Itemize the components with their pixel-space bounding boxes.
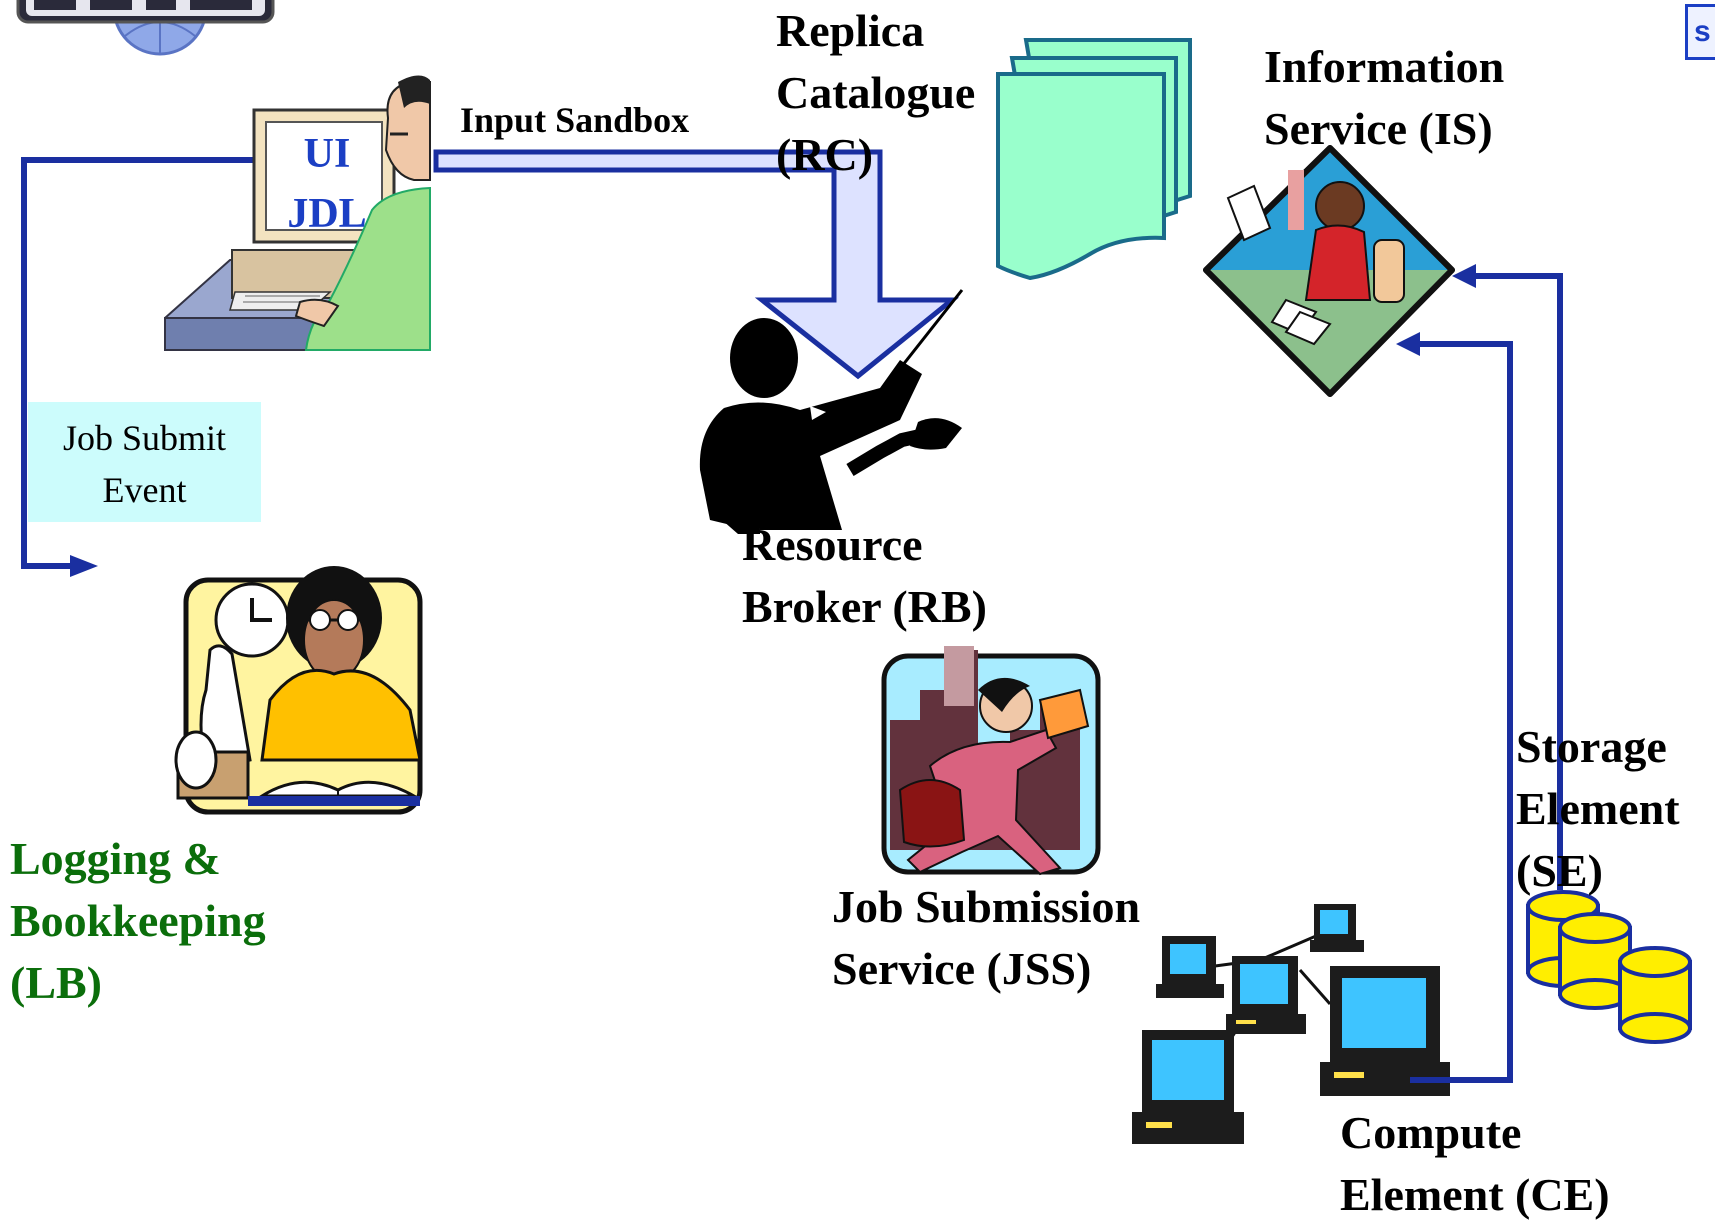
replica-pages-icon — [996, 38, 1192, 281]
ui-screen-label: UI JDL — [262, 124, 392, 244]
logging-bookkeeping-label: Logging & Bookkeeping (LB) — [10, 833, 266, 1008]
job-submit-event-arrow — [21, 157, 262, 577]
resource-broker-label: Resource Broker (RB) — [742, 519, 987, 632]
information-service-label: Information Service (IS) — [1264, 41, 1505, 154]
storage-element-label: Storage Element (SE) — [1516, 721, 1680, 896]
se-to-is-arrow — [1452, 264, 1563, 890]
job-submission-service-label: Job Submission Service (JSS) — [832, 881, 1141, 994]
information-service-icon — [1203, 145, 1455, 397]
job-submission-runner-icon — [881, 646, 1101, 876]
jdl-label: JDL — [287, 191, 367, 237]
compute-element-label: Compute Element (CE) — [1340, 1107, 1610, 1220]
job-submit-event-box: Job Submit Event — [28, 402, 261, 522]
input-sandbox-arrow — [433, 149, 960, 380]
ce-to-is-arrow — [1396, 332, 1513, 1083]
grid-logo-icon — [16, 0, 275, 56]
ui-label: UI — [303, 131, 351, 177]
input-sandbox-label: Input Sandbox — [460, 100, 690, 140]
storage-cylinders-icon — [1526, 890, 1692, 1044]
logging-clerk-icon — [174, 566, 423, 815]
computer-network-icon — [1132, 904, 1450, 1144]
corner-badge: s — [1685, 4, 1715, 60]
user-at-computer-icon — [164, 75, 431, 351]
replica-catalogue-label: Replica Catalogue (RC) — [776, 5, 976, 180]
resource-broker-icon — [699, 289, 964, 534]
